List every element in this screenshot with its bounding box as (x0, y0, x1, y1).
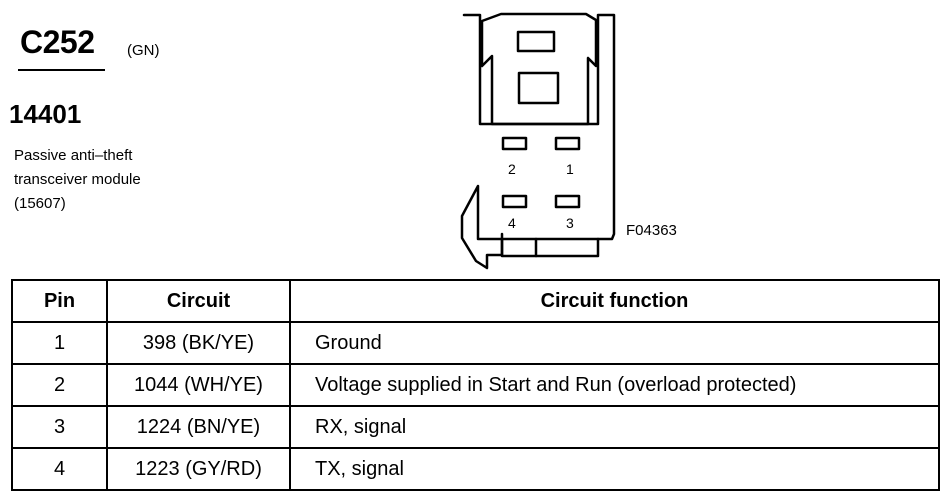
function-cell: RX, signal (289, 405, 940, 449)
column-header-function: Circuit function (289, 279, 940, 323)
pin-cell: 1 (11, 321, 108, 365)
function-cell: Ground (289, 321, 940, 365)
function-cell: TX, signal (289, 447, 940, 491)
column-header-pin: Pin (11, 279, 108, 323)
connector-housing-outline (460, 13, 616, 270)
connector-latch-outline (480, 12, 598, 126)
connector-base (500, 237, 600, 258)
table-header-row: Pin Circuit Circuit function (11, 279, 940, 323)
pin-cavity (554, 194, 581, 209)
pin-label: 1 (566, 161, 574, 177)
circuit-cell: 1044 (WH/YE) (106, 363, 291, 407)
pin-cell: 3 (11, 405, 108, 449)
pin-cavity (554, 136, 581, 151)
part-number: 14401 (9, 99, 82, 129)
figure-id: F04363 (626, 222, 677, 239)
circuit-cell: 1224 (BN/YE) (106, 405, 291, 449)
pin-label: 2 (508, 161, 516, 177)
table-row: 3 1224 (BN/YE) RX, signal (11, 405, 940, 449)
module-description-line: Passive anti–theft (14, 147, 133, 164)
table-row: 1 398 (BK/YE) Ground (11, 321, 940, 365)
connector-window (517, 71, 560, 105)
table-row: 4 1223 (GY/RD) TX, signal (11, 447, 940, 491)
connector-id-underline (18, 69, 105, 71)
pin-cavity (501, 136, 528, 151)
connector-id: C252 (20, 24, 95, 60)
pin-label: 3 (566, 215, 574, 231)
table-row: 2 1044 (WH/YE) Voltage supplied in Start… (11, 363, 940, 407)
connector-face-diagram: 2 1 4 3 (460, 12, 616, 270)
module-description-line: (15607) (14, 195, 66, 212)
pin-cavity (501, 194, 528, 209)
connector-color: (GN) (127, 42, 160, 59)
module-description-line: transceiver module (14, 171, 141, 188)
circuit-cell: 398 (BK/YE) (106, 321, 291, 365)
pin-cell: 4 (11, 447, 108, 491)
pin-label: 4 (508, 215, 516, 231)
circuit-cell: 1223 (GY/RD) (106, 447, 291, 491)
pin-cell: 2 (11, 363, 108, 407)
column-header-circuit: Circuit (106, 279, 291, 323)
function-cell: Voltage supplied in Start and Run (overl… (289, 363, 940, 407)
latch-tab (516, 30, 556, 53)
pin-circuit-table: Pin Circuit Circuit function 1 398 (BK/Y… (11, 279, 940, 491)
